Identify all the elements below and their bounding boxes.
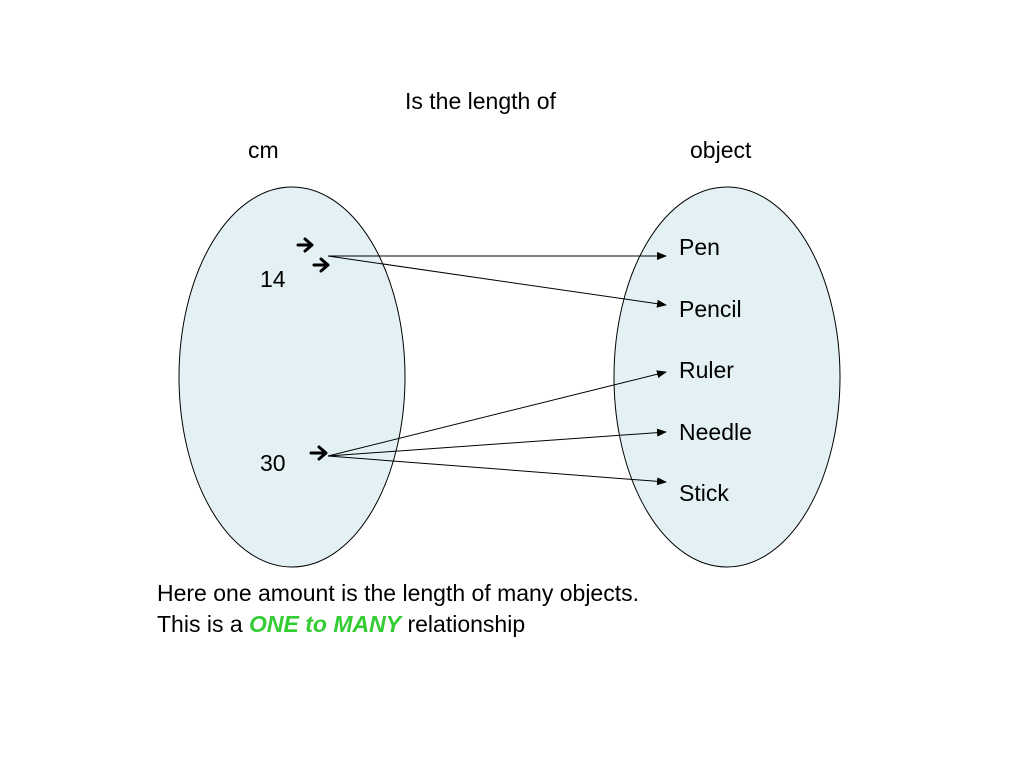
mapping-arrow-30-needle [327, 428, 667, 457]
mapping-arrow-30-ruler [327, 370, 667, 457]
codomain-item: Ruler [679, 357, 734, 383]
arrow-bullet-icon [309, 445, 328, 461]
codomain-item: Needle [679, 419, 752, 445]
relation-title: Is the length of [405, 88, 556, 114]
mapping-arrow-30-stick [327, 455, 667, 486]
domain-set-label: cm [248, 137, 279, 163]
codomain-set-label: object [690, 137, 752, 163]
caption-line: This is a ONE to MANY relationship [157, 613, 525, 636]
caption-suffix: relationship [401, 611, 526, 637]
arrow-bullet-icon [312, 257, 330, 273]
caption-prefix: This is a [157, 611, 250, 637]
arrow-bullet-icon [296, 237, 314, 253]
domain-item: 14 [260, 266, 286, 292]
domain-set-ellipse [178, 186, 406, 568]
codomain-item: Pencil [679, 296, 742, 322]
mapping-arrow-14-pencil [327, 255, 667, 308]
domain-item: 30 [260, 450, 286, 476]
codomain-item: Stick [679, 480, 729, 506]
codomain-set-ellipse [613, 186, 841, 568]
relationship-type-highlight: ONE to MANY [249, 611, 402, 637]
codomain-item: Pen [679, 234, 720, 260]
caption-line: Here one amount is the length of many ob… [157, 580, 640, 606]
